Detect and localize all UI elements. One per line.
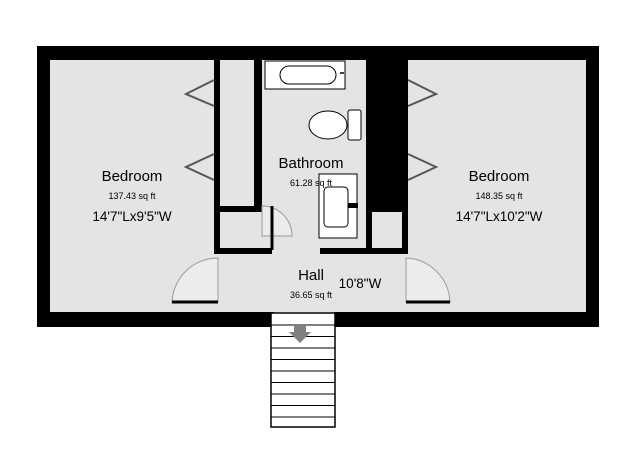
closet-mark — [183, 79, 215, 107]
toilet-tank — [347, 109, 362, 141]
bedroom-right-name: Bedroom — [469, 168, 530, 185]
bathtub-basin — [279, 65, 337, 85]
bedroom-right-floor — [406, 60, 586, 312]
stair-direction-arrow — [289, 326, 311, 343]
wall-closet-top-right — [366, 206, 408, 212]
toilet-bowl — [308, 110, 348, 140]
bedroom-left-dimensions: 14'7"Lx9'5"W — [92, 209, 172, 224]
closet-mark — [407, 79, 439, 107]
closet-left — [220, 212, 262, 250]
sink-basin — [323, 186, 349, 228]
wall-bath-left — [254, 60, 262, 212]
door-bathroom[interactable] — [261, 205, 293, 237]
wall-closet-bottom-right — [320, 248, 408, 254]
bedroom-right-dimensions: 14'7"Lx10'2"W — [456, 209, 543, 224]
bathroom-name: Bathroom — [278, 155, 343, 172]
wall-closet-bottom-left — [214, 248, 272, 254]
bedroom-right-area: 148.35 sq ft — [475, 191, 523, 201]
wall-right-bedroom-left — [402, 60, 408, 252]
closet-right — [372, 212, 402, 250]
door-left-bedroom[interactable] — [171, 257, 219, 303]
hall-area: 36.65 sq ft — [290, 290, 333, 300]
door-right-bedroom[interactable] — [405, 257, 451, 303]
bathroom-area: 61.28 sq ft — [290, 178, 333, 188]
hall-name: Hall — [298, 267, 324, 284]
closet-mark — [407, 153, 439, 181]
staircase — [270, 312, 336, 428]
wall-left-bedroom-right — [214, 60, 220, 252]
wall-bath-right — [366, 60, 372, 212]
bedroom-left-area: 137.43 sq ft — [108, 191, 156, 201]
wall-closet-top-left — [214, 206, 262, 212]
hall-dimensions: 10'8"W — [339, 276, 382, 291]
hall-floor — [220, 252, 406, 312]
bedroom-left-name: Bedroom — [102, 168, 163, 185]
sink-faucet — [348, 203, 358, 208]
closet-mark — [183, 153, 215, 181]
